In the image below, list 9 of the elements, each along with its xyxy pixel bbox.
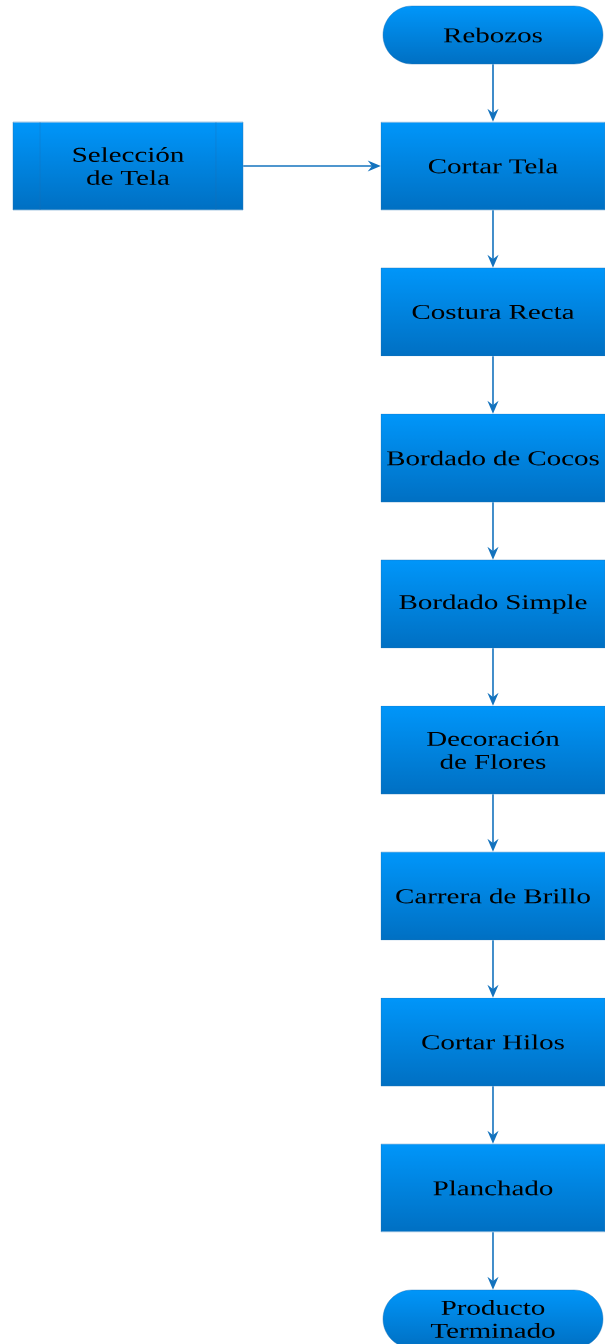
process-box: Bordado Simple bbox=[380, 559, 605, 649]
process-box: Carrera de Brillo bbox=[380, 851, 605, 941]
process-box: Cortar Hilos bbox=[380, 997, 605, 1087]
process-box: Costura Recta bbox=[380, 267, 605, 357]
process-box: Bordado de Cocos bbox=[380, 413, 605, 503]
process-box: Planchado bbox=[380, 1143, 605, 1233]
process-box: Cortar Tela bbox=[380, 121, 605, 211]
predefined-process-box: Selección de Tela bbox=[12, 121, 244, 211]
process-box: Decoración de Flores bbox=[380, 705, 605, 795]
